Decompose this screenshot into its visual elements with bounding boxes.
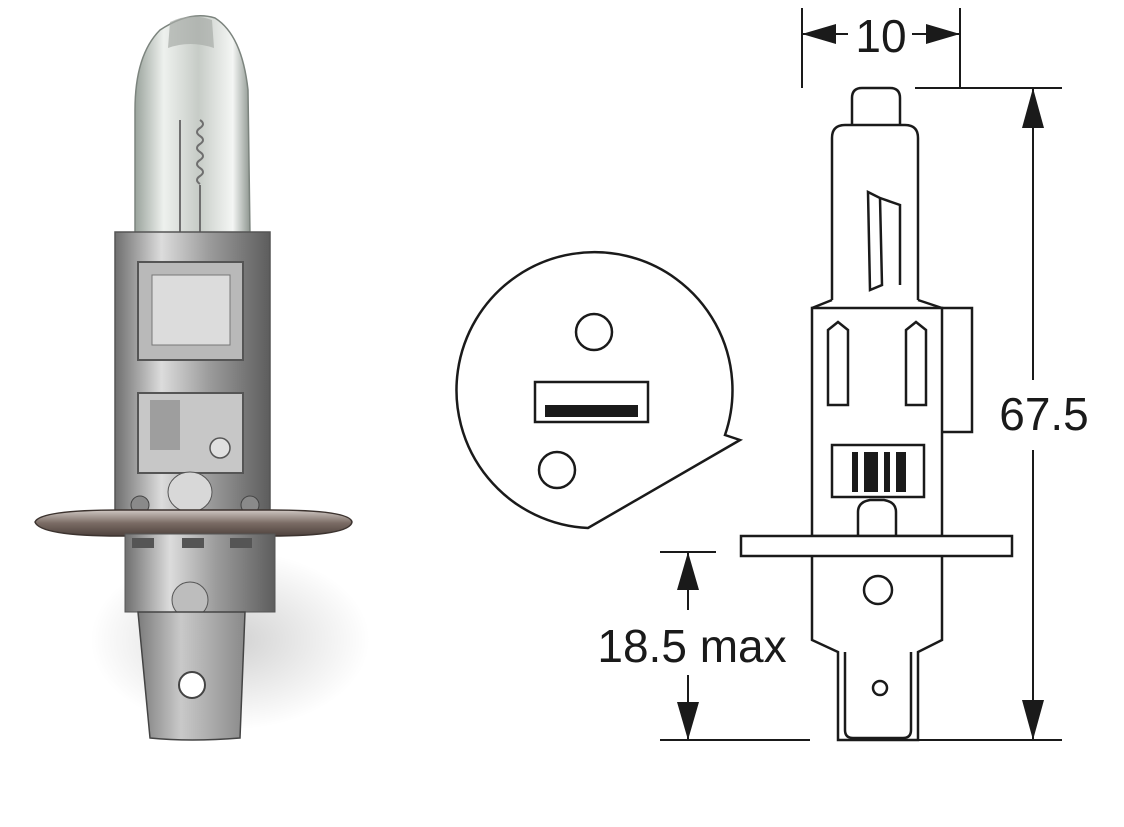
bulb-photo: [34, 15, 370, 741]
drawing-slot-right: [904, 320, 928, 407]
end-view-outline: [455, 250, 744, 530]
end-view: [455, 250, 744, 530]
side-drawing: [739, 86, 1014, 742]
drawing-slot-left: [826, 320, 850, 407]
dim-base-arrow-top: [677, 552, 699, 590]
dim-label-width: 10: [855, 10, 906, 62]
dim-width-arrow-left: [802, 24, 836, 44]
drawing-housing: [810, 306, 944, 538]
dim-height-arrow-top: [1022, 88, 1044, 128]
end-view-slot-outer: [533, 380, 650, 424]
housing-dome: [167, 471, 213, 513]
drawing-contact-bar-1: [852, 452, 858, 492]
dim-width-arrow-right: [926, 24, 960, 44]
housing-contact-left: [150, 400, 180, 450]
drawing-capsule: [830, 123, 920, 300]
dim-height-arrow-bottom: [1022, 700, 1044, 740]
drawing-tab-hole: [871, 679, 889, 697]
drawing-shield-side: [879, 196, 902, 285]
glass-capsule: [134, 15, 251, 236]
drawing-tab: [843, 652, 913, 740]
filament-coil: [179, 119, 204, 235]
end-view-pin-bottom: [537, 450, 577, 490]
dim-label-overall-height: 67.5: [999, 388, 1089, 440]
drawing-contact-bar-3: [884, 452, 890, 492]
base-contact-1: [132, 538, 154, 548]
drawing-flange: [739, 534, 1014, 558]
glass-tip: [168, 16, 214, 48]
drawing-shoulder: [811, 298, 943, 310]
housing-rivet: [209, 437, 231, 459]
base-contact-2: [182, 538, 204, 548]
base-contact-3: [230, 538, 252, 548]
dim-base-arrow-bottom: [677, 702, 699, 740]
drawing-lower-base: [810, 556, 944, 742]
drawing-tip: [850, 86, 902, 125]
drawing-base-hole: [862, 574, 894, 606]
end-view-slot-inner: [545, 405, 638, 417]
drawing-filament-shield: [866, 189, 884, 292]
housing-window-glass: [151, 274, 231, 346]
drawing-side-lug: [942, 306, 974, 434]
drawing-contact-bar-4: [896, 452, 906, 492]
drawing-contact-bar-2: [864, 452, 878, 492]
dim-label-base-height: 18.5 max: [597, 620, 786, 672]
bulb-flange: [34, 509, 353, 537]
dimension-lines: [660, 8, 1062, 741]
end-view-pin-top: [574, 312, 614, 352]
drawing-dome: [856, 498, 898, 536]
drawing-contact-window: [830, 443, 926, 499]
connector-tab-hole: [178, 671, 206, 699]
